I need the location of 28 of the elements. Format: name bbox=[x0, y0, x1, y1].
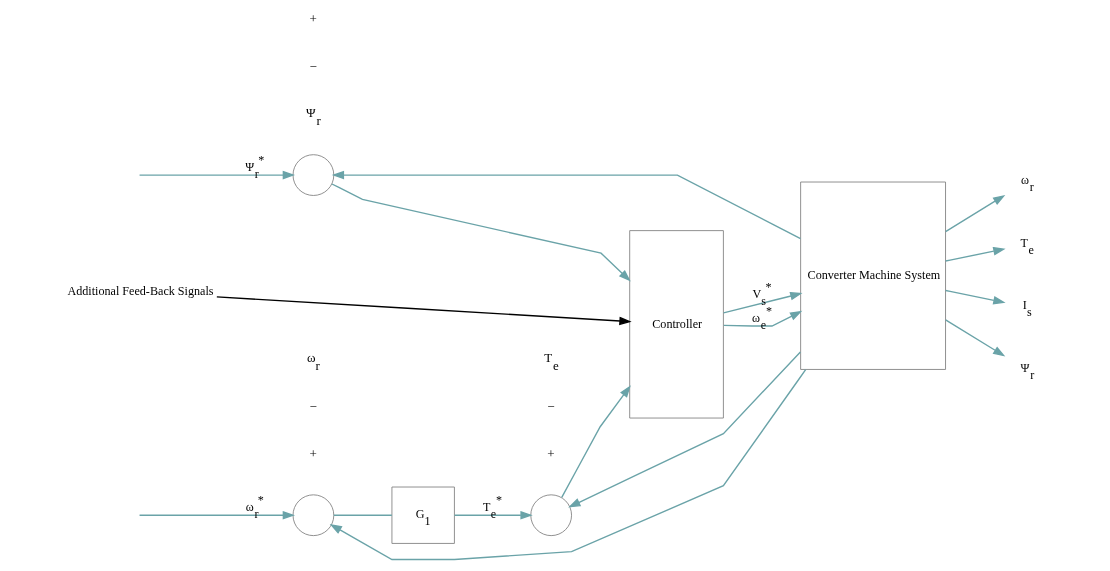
arrow bbox=[944, 289, 1006, 305]
arrow bbox=[567, 351, 801, 508]
arrow bbox=[944, 319, 1005, 357]
label: − bbox=[309, 398, 317, 414]
node-text: Additional Feed-Back Signals bbox=[66, 284, 214, 299]
label: − bbox=[309, 58, 317, 74]
node-box: Controller bbox=[628, 230, 724, 419]
label: + bbox=[309, 10, 317, 26]
arrow bbox=[944, 246, 1006, 262]
label: + bbox=[309, 446, 317, 462]
node-box: Converter Machine System bbox=[799, 181, 946, 370]
node-circle bbox=[292, 494, 334, 537]
arrow bbox=[944, 194, 1005, 233]
arrow bbox=[331, 170, 801, 240]
connector bbox=[332, 514, 393, 516]
node-circle bbox=[292, 154, 334, 196]
arrow bbox=[453, 510, 533, 520]
arrow bbox=[215, 296, 632, 326]
arrow bbox=[138, 510, 295, 520]
arrow bbox=[722, 310, 802, 327]
arrow bbox=[138, 170, 295, 180]
node-circle bbox=[529, 494, 572, 537]
arrow bbox=[560, 385, 631, 498]
label: − bbox=[546, 398, 555, 414]
label: + bbox=[546, 446, 555, 462]
arrow bbox=[330, 183, 631, 282]
arrow bbox=[329, 369, 806, 561]
arrow bbox=[722, 291, 803, 314]
